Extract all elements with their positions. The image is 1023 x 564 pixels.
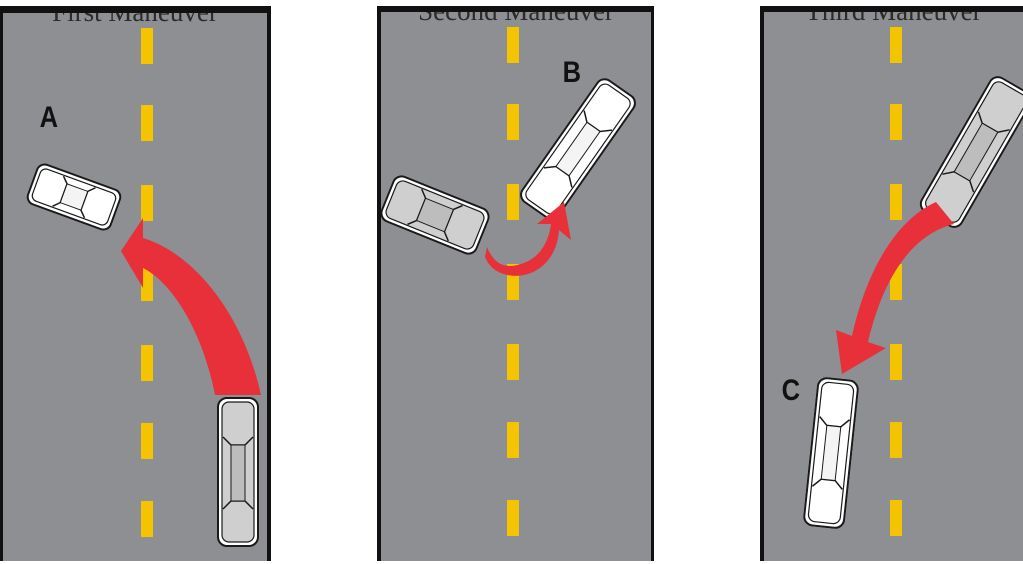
lane-dash (890, 27, 902, 63)
lane-dash (507, 344, 519, 380)
lane-dash (890, 422, 902, 458)
lane-dash (507, 422, 519, 458)
panel-title: Third Maneuver (805, 6, 982, 26)
lane-dash (141, 28, 153, 64)
lane-dash (890, 344, 902, 380)
curved-arrow-icon (485, 202, 571, 276)
car-icon (520, 78, 636, 220)
position-label: C (781, 374, 801, 407)
position-label: B (562, 56, 582, 89)
lane-dash (141, 501, 153, 537)
lane-dash (507, 500, 519, 536)
lane-dash (507, 104, 519, 140)
position-label: A (39, 101, 59, 134)
second-maneuver-panel: Second Maneuver B (377, 6, 654, 561)
lane-dash (141, 185, 153, 221)
car-icon (803, 377, 859, 529)
lane-dash (141, 265, 153, 301)
first-maneuver-panel: First Maneuver A (0, 6, 271, 561)
lane-dash (141, 423, 153, 459)
panel-title: First Maneuver (52, 6, 218, 27)
lane-dash (890, 500, 902, 536)
third-maneuver-panel: Third Maneuver C (760, 6, 1023, 561)
car-icon (381, 175, 490, 255)
car-icon (26, 163, 122, 231)
lane-dash (890, 104, 902, 140)
lane-dash (507, 184, 519, 220)
panel-title: Second Maneuver (418, 6, 614, 26)
lane-dash (141, 105, 153, 141)
lane-dash (141, 345, 153, 381)
curved-arrow-icon (121, 218, 261, 395)
lane-dash (890, 184, 902, 220)
car-icon (217, 397, 259, 547)
lane-dash (507, 27, 519, 63)
curved-arrow-icon (836, 202, 954, 374)
